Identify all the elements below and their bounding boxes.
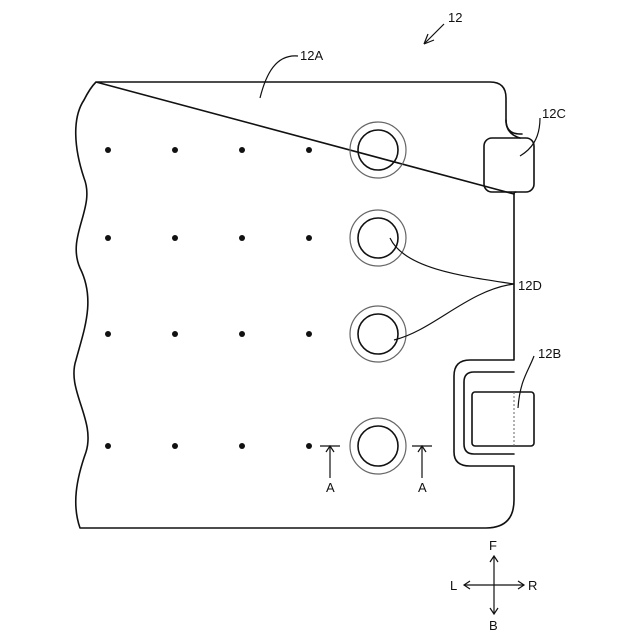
hole-1 bbox=[350, 122, 406, 178]
label-section-left: A bbox=[326, 480, 335, 495]
hole-2 bbox=[350, 210, 406, 266]
orientation-compass bbox=[464, 556, 524, 614]
leader-12d-upper bbox=[390, 238, 514, 284]
grid-dot bbox=[239, 331, 245, 337]
hole-3 bbox=[350, 306, 406, 362]
grid-dot bbox=[239, 147, 245, 153]
grid-dot bbox=[172, 443, 178, 449]
label-12d: 12D bbox=[518, 278, 542, 293]
label-back: B bbox=[489, 618, 498, 633]
corner-tab-joint bbox=[506, 120, 520, 194]
dot-grid bbox=[105, 147, 312, 449]
grid-dot bbox=[105, 331, 111, 337]
label-front: F bbox=[489, 538, 497, 553]
section-arrow-left bbox=[320, 446, 340, 478]
grid-dot bbox=[306, 331, 312, 337]
leader-12d-lower bbox=[394, 284, 514, 340]
label-12b: 12B bbox=[538, 346, 561, 361]
label-12c: 12C bbox=[542, 106, 566, 121]
label-12: 12 bbox=[448, 10, 462, 25]
grid-dot bbox=[306, 443, 312, 449]
leader-12b bbox=[518, 356, 534, 408]
hole-4 bbox=[350, 418, 406, 474]
label-right: R bbox=[528, 578, 537, 593]
label-section-right: A bbox=[418, 480, 427, 495]
grid-dot bbox=[239, 443, 245, 449]
label-left: L bbox=[450, 578, 457, 593]
leader-12a bbox=[260, 56, 298, 98]
grid-dot bbox=[306, 147, 312, 153]
corner-tab bbox=[484, 138, 534, 192]
section-arrow-right bbox=[412, 446, 432, 478]
plate-outline bbox=[74, 82, 522, 528]
grid-dot bbox=[105, 235, 111, 241]
grid-dot bbox=[105, 147, 111, 153]
label-12a: 12A bbox=[300, 48, 323, 63]
grid-dot bbox=[306, 235, 312, 241]
grid-dot bbox=[172, 147, 178, 153]
leader-12c bbox=[520, 118, 540, 156]
leader-12-arrow bbox=[424, 24, 444, 44]
grid-dot bbox=[172, 331, 178, 337]
grid-dot bbox=[239, 235, 245, 241]
grid-dot bbox=[105, 443, 111, 449]
holes bbox=[350, 122, 406, 474]
terminal-slot bbox=[472, 392, 534, 446]
grid-dot bbox=[172, 235, 178, 241]
